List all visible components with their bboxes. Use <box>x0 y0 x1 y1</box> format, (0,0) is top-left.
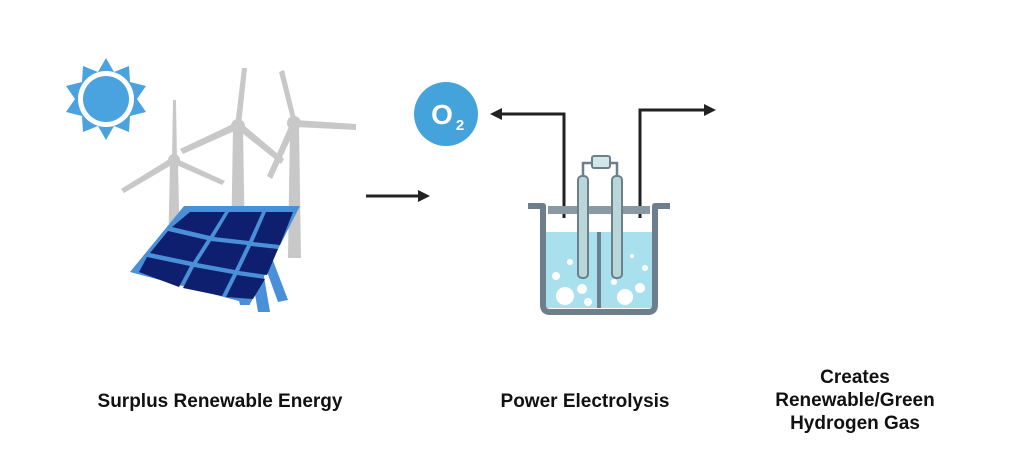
oxygen-output-arrow <box>490 108 566 218</box>
oxygen-molecule-icon: O 2 <box>414 82 478 146</box>
hydrogen-output-arrow <box>638 104 716 218</box>
electrolysis-cell-icon <box>528 155 670 315</box>
flow-arrow-to-electrolysis <box>366 190 430 202</box>
electrolysis-caption: Power Electrolysis <box>500 391 670 412</box>
hydrogen-caption-line-1: Creates <box>820 367 890 388</box>
oxygen-label: O <box>431 99 453 130</box>
solar-panel-icon <box>130 206 300 312</box>
hydrogen-gas-caption: Creates Renewable/Green Hydrogen Gas <box>750 366 960 435</box>
oxygen-subscript: 2 <box>456 117 464 134</box>
renewable-energy-caption: Surplus Renewable Energy <box>97 391 343 412</box>
hydrogen-caption-line-2: Renewable/Green <box>775 390 935 411</box>
sun-icon <box>66 58 146 140</box>
hydrogen-caption-line-3: Hydrogen Gas <box>790 413 920 434</box>
